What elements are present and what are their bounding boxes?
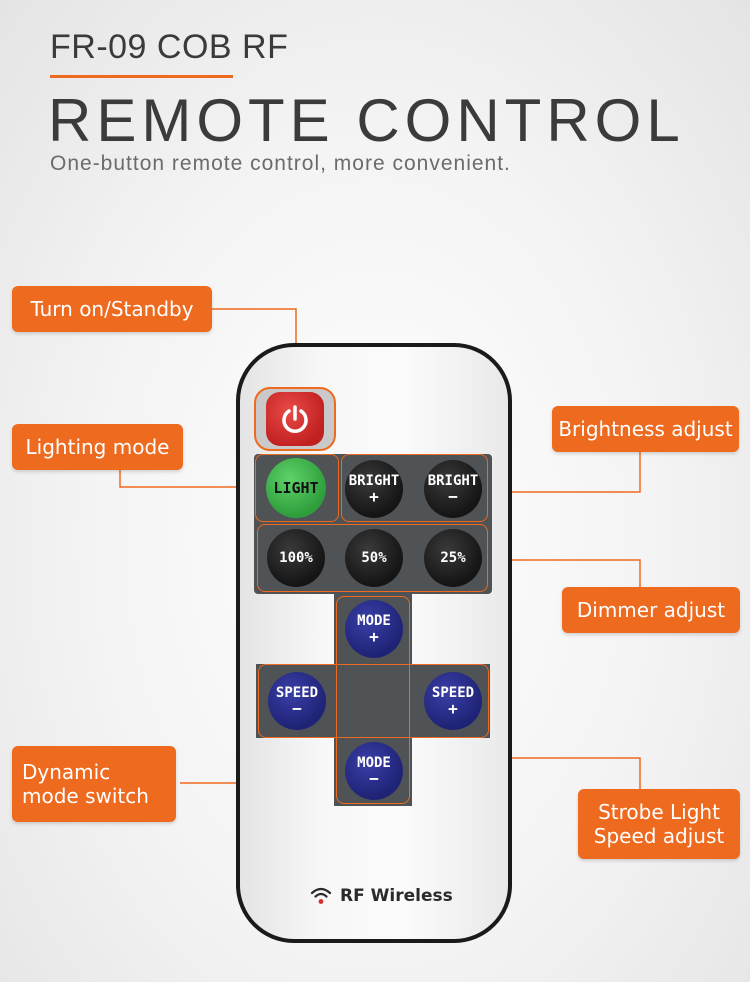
- bright-minus-button[interactable]: BRIGHT −: [424, 460, 482, 518]
- label-brightness-adjust: Brightness adjust: [552, 406, 739, 452]
- dimmer-group-outline: [257, 524, 488, 592]
- mode-plus-button[interactable]: MODE +: [345, 600, 403, 658]
- dimmer-50-label: 50%: [361, 550, 387, 566]
- speed-group-outline: [258, 664, 489, 738]
- speed-plus-sign: +: [448, 699, 458, 718]
- dimmer-25-label: 25%: [440, 550, 466, 566]
- wifi-icon: [310, 887, 332, 904]
- light-button-label: LIGHT: [273, 479, 319, 497]
- label-turn-on-standby: Turn on/Standby: [12, 286, 212, 332]
- mode-minus-top: MODE: [357, 755, 391, 771]
- mode-plus-sign: +: [369, 627, 379, 646]
- power-button[interactable]: [266, 392, 324, 446]
- dimmer-25-button[interactable]: 25%: [424, 529, 482, 587]
- mode-minus-button[interactable]: MODE −: [345, 742, 403, 800]
- label-strobe-speed-adjust: Strobe Light Speed adjust: [578, 789, 740, 859]
- power-icon: [282, 405, 308, 433]
- page-title: REMOTE CONTROL: [48, 87, 685, 154]
- bright-plus-sign: +: [369, 487, 379, 506]
- speed-minus-sign: −: [292, 699, 302, 718]
- mode-minus-sign: −: [369, 769, 379, 788]
- dimmer-100-label: 100%: [279, 550, 313, 566]
- light-button[interactable]: LIGHT: [266, 458, 326, 518]
- bright-plus-top: BRIGHT: [348, 473, 400, 489]
- label-lighting-mode: Lighting mode: [12, 424, 183, 470]
- label-dynamic-mode-switch: Dynamic mode switch: [12, 746, 176, 822]
- bright-plus-button[interactable]: BRIGHT +: [345, 460, 403, 518]
- dimmer-100-button[interactable]: 100%: [267, 529, 325, 587]
- speed-minus-button[interactable]: SPEED −: [268, 672, 326, 730]
- model-name: FR-09 COB RF: [50, 28, 289, 66]
- lighting-mode-outline: [255, 454, 339, 522]
- brand-label: RF Wireless: [340, 886, 453, 906]
- brightness-group-outline: [341, 454, 488, 522]
- mode-plus-top: MODE: [357, 613, 391, 629]
- tagline: One-button remote control, more convenie…: [50, 152, 511, 175]
- brand-mark: RF Wireless: [310, 886, 453, 906]
- title-underline: [50, 75, 233, 78]
- label-dimmer-adjust: Dimmer adjust: [562, 587, 740, 633]
- dimmer-50-button[interactable]: 50%: [345, 529, 403, 587]
- speed-plus-button[interactable]: SPEED +: [424, 672, 482, 730]
- speed-minus-top: SPEED: [275, 685, 319, 701]
- power-button-frame: [254, 387, 336, 451]
- mode-group-outline: [336, 596, 410, 804]
- bright-minus-top: BRIGHT: [427, 473, 479, 489]
- bright-minus-sign: −: [448, 487, 458, 506]
- speed-plus-top: SPEED: [431, 685, 475, 701]
